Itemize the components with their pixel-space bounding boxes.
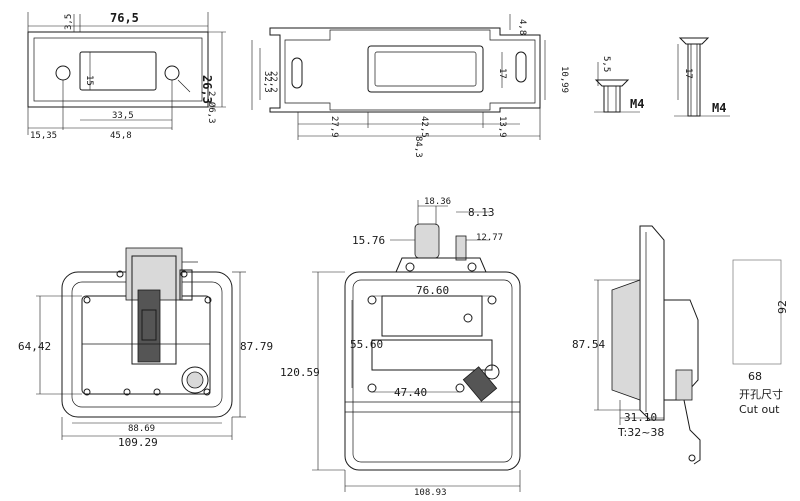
side-height-label: 87.54 (572, 338, 605, 351)
slot-height-label: 15 (84, 75, 94, 86)
screw1-thread-label: M4 (630, 97, 644, 111)
plate-thickness-label: 3,5 (64, 14, 74, 30)
front-height-left-label: 64,42 (18, 340, 51, 353)
bracket-h1-label: 22,2 (268, 71, 278, 93)
back-top-b-label: 8.13 (468, 206, 495, 219)
back-mid-height-label: 55.60 (350, 338, 383, 351)
cutout-height-label: 92 (776, 300, 789, 314)
screw1-height-label: 5,5 (601, 56, 611, 72)
cutout-width-label: 68 (748, 370, 762, 383)
back-top-a-label: 18.36 (424, 197, 451, 207)
overall-spacing-label: 45,8 (110, 131, 132, 141)
bracket-h2-label: 32,3 (262, 71, 272, 93)
back-hole-span-label: 76.60 (416, 284, 449, 297)
side-depth-label: 31.10 (624, 411, 657, 424)
screw2-thread-label: M4 (712, 101, 726, 115)
screw2-height-label: 17 (683, 68, 693, 79)
back-low-span-label: 47.40 (394, 386, 427, 399)
top-bracket-view: 32,3 22,2 17 10,99 4,8 27,9 42,5 13,9 84… (251, 14, 569, 158)
screw-views: 5,5 M4 17 M4 (594, 37, 730, 117)
back-total-height-label: 120.59 (280, 366, 320, 379)
bracket-w2-label: 42,5 (419, 116, 429, 138)
front-height-right-label: 87.79 (240, 340, 273, 353)
cutout-label-cn: 开孔尺寸 (739, 387, 783, 401)
back-total-width-label: 108.93 (414, 488, 447, 498)
bracket-h3-label: 17 (497, 68, 507, 79)
front-inner-width-label: 88.69 (128, 424, 155, 434)
side-thickness-range-label: T:32~38 (617, 426, 664, 439)
top-left-plate-view: 76,5 3,5 26,3 15 33,5 45,8 15,35 2-Ø6,3 (27, 11, 226, 141)
bracket-w3-label: 13,9 (497, 116, 507, 138)
front-view: 64,42 87.79 88.69 109.29 (18, 247, 273, 449)
back-right-a-label: 12.77 (476, 233, 503, 243)
edge-distance-label: 15,35 (30, 131, 57, 141)
front-outer-width-label: 109.29 (118, 436, 158, 449)
bracket-w1-label: 27,9 (329, 116, 339, 138)
cutout-label-en: Cut out (739, 403, 780, 416)
side-view: 87.54 31.10 T:32~38 (572, 225, 701, 465)
hole-spacing-label: 33,5 (112, 111, 134, 121)
back-left-a-label: 15.76 (352, 234, 385, 247)
bracket-h4-label: 10,99 (559, 66, 569, 93)
cutout-view: 68 92 开孔尺寸 Cut out (732, 259, 789, 416)
back-view: 18.36 8.13 15.76 12.77 76.60 55.60 47.40… (280, 197, 521, 498)
bracket-top-label: 4,8 (517, 19, 527, 35)
holes-label: 2-Ø6,3 (206, 91, 217, 124)
plate-width-label: 76,5 (110, 11, 139, 25)
bracket-total-label: 84,3 (413, 136, 423, 158)
plate-height-label: 26,3 (200, 75, 214, 104)
